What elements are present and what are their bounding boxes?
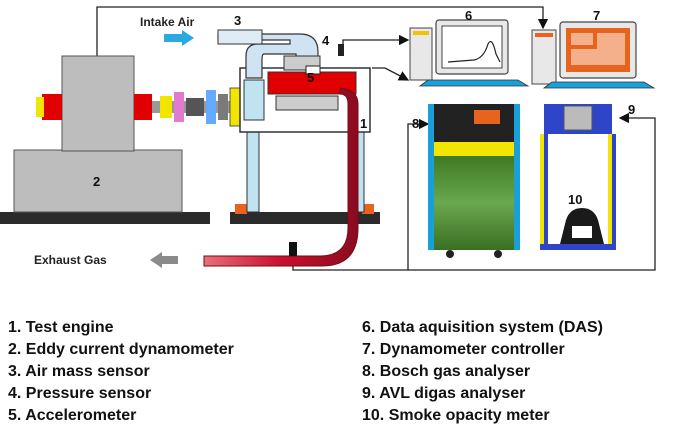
pressure-sensor-to-das-line [342, 34, 410, 46]
callout-10: 10 [568, 192, 582, 207]
legend-right: 6. Data aquisition system (DAS) 7. Dynam… [362, 317, 603, 427]
legend-item: 10. Smoke opacity meter [362, 407, 550, 424]
dyno-to-controller-line [96, 6, 549, 56]
eddy-current-dynamometer [0, 55, 210, 224]
callout-5: 5 [307, 70, 314, 85]
callout-7: 7 [593, 8, 600, 23]
air-mass-sensor [164, 29, 263, 46]
intake-manifold [217, 33, 319, 79]
legend-item: 3. Air mass sensor [8, 363, 150, 380]
smoke-opacity-meter [560, 208, 604, 244]
legend-item: 5. Accelerometer [8, 407, 137, 424]
callout-4: 4 [322, 33, 330, 48]
legend-item: 7. Dynamometer controller [362, 341, 565, 358]
callout-8: 8 [412, 116, 419, 131]
pressure-sensor [338, 44, 344, 56]
avl-digas-analyser [540, 104, 616, 250]
legend-item: 8. Bosch gas analyser [362, 363, 531, 380]
exhaust-probe [289, 242, 297, 256]
label-intake-air: Intake Air [140, 15, 195, 29]
legend-item: 4. Pressure sensor [8, 385, 152, 402]
callout-3: 3 [234, 13, 241, 28]
callout-2: 2 [93, 174, 100, 189]
callout-9: 9 [628, 102, 635, 117]
dynamometer-controller [531, 21, 656, 89]
intake-air-arrow [164, 30, 194, 46]
smoke-meter-line [408, 112, 656, 271]
legend-left: 1. Test engine 2. Eddy current dynamomet… [8, 317, 234, 427]
exhaust-gas-arrow [150, 252, 178, 268]
legend-item: 6. Data aquisition system (DAS) [362, 319, 603, 336]
callout-1: 1 [360, 116, 367, 131]
callout-6: 6 [465, 8, 472, 23]
legend-item: 2. Eddy current dynamometer [8, 341, 234, 358]
accelerometer-to-das-line [372, 67, 410, 81]
data-acquisition-system [409, 19, 530, 87]
legend-item: 9. AVL digas analyser [362, 385, 526, 402]
label-exhaust-gas: Exhaust Gas [34, 253, 107, 267]
das-signal-curve [447, 41, 501, 63]
exhaust-pipe [150, 87, 359, 268]
bosch-gas-analyser [428, 104, 520, 258]
legend-item: 1. Test engine [8, 319, 114, 336]
accelerometer [305, 65, 321, 75]
coupling-shaft [152, 87, 243, 127]
